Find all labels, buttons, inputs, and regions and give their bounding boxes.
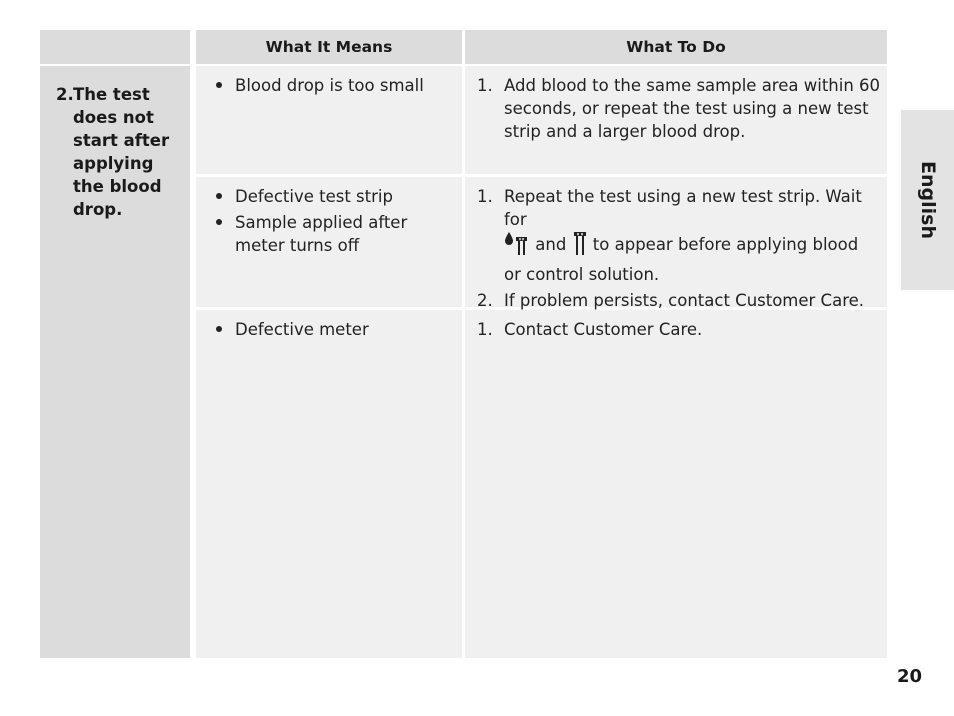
language-tab-label: English [916, 161, 939, 239]
list-item: Sample applied after meter turns off [216, 211, 456, 257]
header-what-to-do: What To Do [465, 30, 887, 64]
problem-cell: 2. The test does not start after applyin… [40, 66, 190, 658]
list-item: 1.Contact Customer Care. [477, 320, 703, 339]
list-item: 1.Add blood to the same sample area with… [477, 76, 881, 141]
header-what-it-means: What It Means [196, 30, 462, 64]
list-item: Defective meter [216, 318, 456, 341]
blood-drop-strip-icon [504, 231, 530, 263]
row1-todo-cell: 1.Add blood to the same sample area with… [465, 66, 887, 174]
list-item: Defective test strip [216, 185, 456, 208]
row3-means-cell: Defective meter [196, 310, 462, 658]
row1-means-cell: Blood drop is too small [196, 66, 462, 174]
list-item: 2.If problem persists, contact Customer … [477, 291, 865, 310]
problem-description: 2. The test does not start after applyin… [56, 83, 183, 221]
test-strip-icon [572, 231, 588, 263]
page-number: 20 [897, 666, 923, 687]
bullet-icon [216, 82, 222, 88]
problem-number: 2. [56, 85, 74, 104]
list-item: Blood drop is too small [216, 74, 456, 97]
row3-todo-cell: 1.Contact Customer Care. [465, 310, 887, 658]
header-blank [40, 30, 190, 64]
problem-text: The test does not start after applying t… [73, 85, 170, 219]
bullet-icon [216, 193, 222, 199]
row2-todo-cell: 1. Repeat the test using a new test stri… [465, 177, 887, 310]
row2-means-cell: Defective test strip Sample applied afte… [196, 177, 462, 307]
list-item: 1. Repeat the test using a new test stri… [477, 187, 862, 284]
bullet-icon [216, 219, 222, 225]
bullet-icon [216, 326, 222, 332]
language-tab: English [901, 110, 954, 290]
